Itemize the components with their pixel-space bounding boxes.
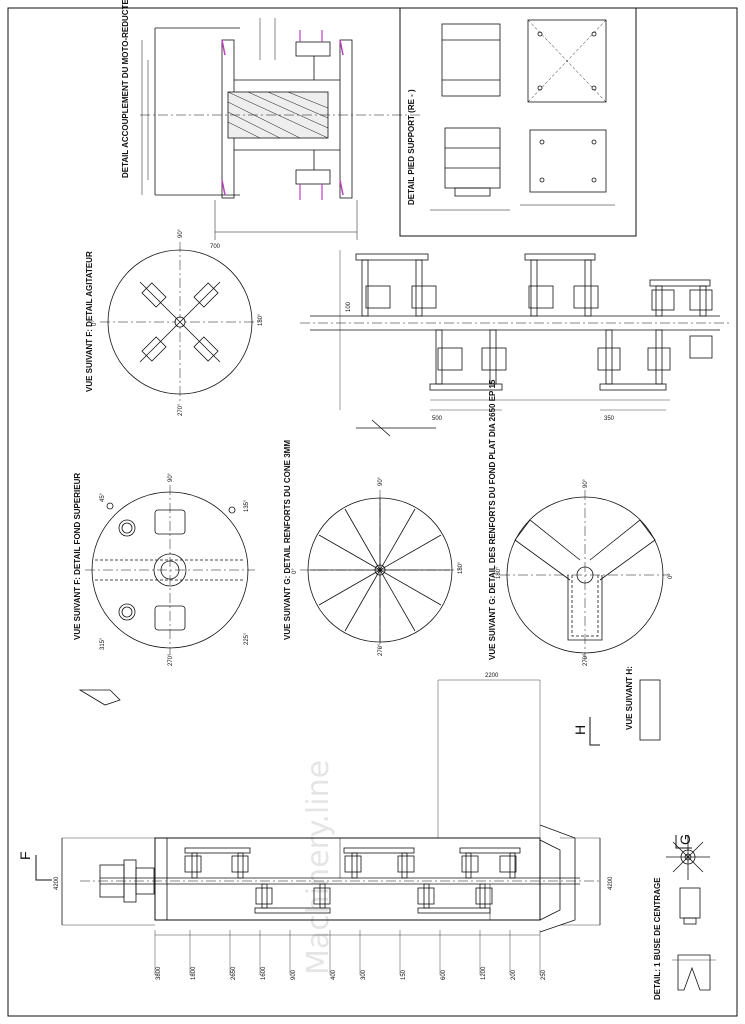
title-vue-h: VUE SUIVANT H: <box>625 666 634 730</box>
dimension-labels: 4200 4200 2200 3800 1800 2650 1600 900 4… <box>54 244 615 980</box>
title-coupling: DETAIL ACCOUPLEMENT DU MOTO-REDUCTEUR <box>121 0 130 178</box>
svg-text:0°: 0° <box>668 573 674 579</box>
svg-text:2200: 2200 <box>485 673 499 679</box>
circle-cone-view <box>300 490 460 650</box>
section-arrows <box>35 717 692 881</box>
svg-text:900: 900 <box>291 969 297 980</box>
svg-text:180°: 180° <box>496 566 502 579</box>
svg-text:4200: 4200 <box>54 876 60 890</box>
angle-labels: 90° 180° 0° 270° 90° 270° 45° 135° 315° … <box>92 228 674 666</box>
svg-text:225°: 225° <box>244 632 250 645</box>
svg-text:90°: 90° <box>168 472 174 482</box>
svg-text:90°: 90° <box>178 228 184 238</box>
svg-text:270°: 270° <box>378 643 384 656</box>
svg-text:1200: 1200 <box>481 966 487 980</box>
svg-text:0°: 0° <box>92 320 98 326</box>
watermark: Machinery.line <box>301 760 336 975</box>
svg-text:1600: 1600 <box>261 966 267 980</box>
coupling-detail <box>140 18 420 240</box>
svg-text:3800: 3800 <box>156 966 162 980</box>
svg-text:100: 100 <box>346 301 352 312</box>
svg-text:4200: 4200 <box>608 876 614 890</box>
section-mark-f: F <box>17 851 33 860</box>
svg-text:270°: 270° <box>168 653 174 666</box>
circle-agitator-view <box>100 242 260 402</box>
title-vue-f-fond: VUE SUIVANT F: DETAIL FOND SUPERIEUR <box>73 473 82 640</box>
svg-text:90°: 90° <box>378 476 384 486</box>
svg-text:180°: 180° <box>258 313 264 326</box>
svg-text:0°: 0° <box>292 568 298 574</box>
title-vue-f-agitator: VUE SUIVANT F: DETAIL AGITATEUR <box>85 251 94 392</box>
circle-fond-view <box>85 485 255 655</box>
agitator-elevation <box>300 250 730 437</box>
circle-fond-plat-view <box>500 490 670 660</box>
svg-text:300: 300 <box>361 969 367 980</box>
svg-text:700: 700 <box>210 244 221 250</box>
svg-text:150: 150 <box>401 969 407 980</box>
vue-h-hub <box>639 679 710 880</box>
svg-text:315°: 315° <box>100 637 106 650</box>
section-mark-g: G <box>677 834 693 845</box>
title-vue-g-cone: VUE SUIVANT G: DETAIL RENFORTS DU CONE 3… <box>283 440 292 640</box>
vessel-elevation <box>61 679 601 975</box>
centering-detail <box>672 887 716 991</box>
svg-text:350: 350 <box>604 416 615 422</box>
svg-text:45°: 45° <box>100 492 106 502</box>
svg-text:600: 600 <box>441 969 447 980</box>
svg-text:270°: 270° <box>178 403 184 416</box>
svg-text:180°: 180° <box>458 561 464 574</box>
svg-text:500: 500 <box>432 416 443 422</box>
title-vue-g-fond-plat: VUE SUIVANT G: DETAIL DES RENFORTS DU FO… <box>488 379 497 660</box>
svg-text:2650: 2650 <box>231 966 237 980</box>
drawing-linework <box>7 7 738 1017</box>
svg-text:135°: 135° <box>244 499 250 512</box>
svg-text:270°: 270° <box>583 653 589 666</box>
title-centering: DETAIL: 1 BUSE DE CENTRAGE <box>653 877 662 1000</box>
section-mark-h: H <box>572 725 588 735</box>
pied-support-detail <box>430 19 615 211</box>
title-pied-support: DETAIL PIED SUPPORT (RE - ) <box>407 89 416 205</box>
svg-text:250: 250 <box>541 969 547 980</box>
svg-text:1800: 1800 <box>191 966 197 980</box>
svg-text:400: 400 <box>331 969 337 980</box>
svg-text:90°: 90° <box>583 478 589 488</box>
svg-text:200: 200 <box>511 969 517 980</box>
